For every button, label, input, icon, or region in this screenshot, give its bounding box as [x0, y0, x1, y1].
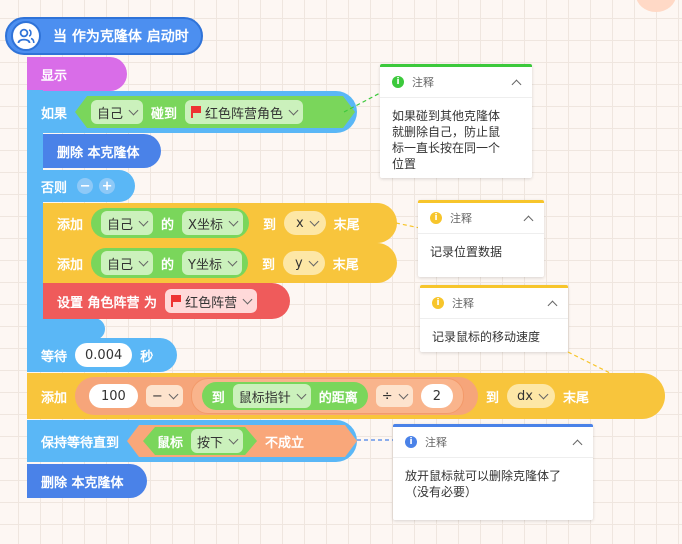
collapse-caret-icon[interactable]: [572, 439, 583, 449]
remove-branch-button[interactable]: −: [77, 178, 94, 194]
add-label: 添加: [41, 390, 68, 406]
comment-header[interactable]: i 注释: [393, 427, 593, 458]
list-dropdown-x[interactable]: x: [283, 211, 326, 235]
distance-label: 的距离: [318, 390, 358, 406]
info-icon: i: [392, 76, 404, 88]
comment-title: 注释: [425, 436, 447, 449]
object-property-reporter[interactable]: 自己 的 X坐标: [91, 208, 249, 238]
info-icon: i: [405, 436, 417, 448]
distance-to-reporter[interactable]: 到 鼠标指针 的距离: [201, 382, 368, 410]
comment-card-4[interactable]: i 注释 放开鼠标就可以删除克隆体了 （没有必要）: [393, 424, 593, 520]
object-property-reporter[interactable]: 自己 的 Y坐标: [91, 248, 248, 278]
collapse-caret-icon[interactable]: [511, 79, 522, 89]
show-block[interactable]: 显示: [27, 57, 127, 91]
if-block[interactable]: 如果 自己 碰到 红色阵营角色: [27, 91, 357, 133]
property-dropdown[interactable]: X坐标: [182, 211, 243, 235]
divide-reporter[interactable]: 到 鼠标指针 的距离 ÷ 2: [190, 378, 464, 414]
add-branch-button[interactable]: +: [99, 178, 116, 194]
object-dropdown[interactable]: 自己: [101, 251, 154, 275]
comment-text[interactable]: 放开鼠标就可以删除克隆体了 （没有必要）: [405, 469, 562, 499]
add-y-to-list-block[interactable]: 添加 自己 的 Y坐标 到 y 末尾: [43, 243, 397, 283]
corner-circle: [636, 0, 676, 12]
to-label: 到: [262, 217, 276, 233]
list-dropdown-y[interactable]: y: [283, 251, 325, 275]
touching-condition[interactable]: 自己 碰到 红色阵营角色: [75, 96, 355, 128]
comment-text[interactable]: 如果碰到其他克隆体 就删除自己，防止鼠 标一直长按在同一个 位置: [392, 109, 501, 171]
if-else-spine: [27, 90, 43, 340]
wait-label: 等待: [41, 349, 68, 365]
clone-avatar-icon: [11, 21, 41, 51]
wait-duration-input[interactable]: 0.004: [75, 343, 133, 367]
touching-verb: 碰到: [151, 106, 178, 122]
team-dropdown[interactable]: 红色阵营: [165, 289, 258, 313]
comment-card-3[interactable]: i 注释 记录鼠标的移动速度: [420, 285, 568, 352]
info-icon: i: [432, 297, 444, 309]
red-flag-icon: [191, 106, 201, 118]
if-label: 如果: [41, 106, 68, 122]
number-input-100[interactable]: 100: [89, 384, 138, 408]
if-else-bottom-cap: [27, 318, 105, 340]
seconds-label: 秒: [140, 349, 154, 365]
add-label: 添加: [57, 217, 84, 233]
delete-clone-block-1[interactable]: 删除 本克隆体: [43, 134, 161, 168]
number-input-2[interactable]: 2: [420, 384, 453, 408]
comment-title: 注释: [450, 212, 472, 225]
delete-clone-label-1: 删除 本克隆体: [57, 145, 140, 161]
operator-dropdown-minus[interactable]: −: [145, 385, 183, 407]
comment-card-1[interactable]: i 注释 如果碰到其他克隆体 就删除自己，防止鼠 标一直长按在同一个 位置: [380, 64, 532, 178]
distance-to-label: 到: [211, 390, 225, 406]
touch-object-dropdown[interactable]: 自己: [91, 100, 143, 124]
comment-header[interactable]: i 注释: [380, 67, 532, 98]
list-dropdown-dx[interactable]: dx: [507, 384, 555, 408]
mouse-state-dropdown[interactable]: 按下: [191, 429, 243, 453]
comment-text[interactable]: 记录鼠标的移动速度: [432, 330, 541, 344]
set-team-block[interactable]: 设置 角色阵营 为 红色阵营: [43, 283, 290, 319]
add-label: 添加: [57, 257, 84, 273]
mouse-label: 鼠标: [157, 435, 184, 451]
delete-clone-block-2[interactable]: 删除 本克隆体: [27, 464, 147, 498]
collapse-caret-icon[interactable]: [547, 300, 558, 310]
wait-until-block[interactable]: 保持等待直到 鼠标 按下 不成立: [27, 420, 357, 462]
operator-dropdown-divide[interactable]: ÷: [375, 385, 413, 407]
to-label: 到: [485, 390, 499, 406]
wait-seconds-block[interactable]: 等待 0.004 秒: [27, 338, 177, 372]
comment-title: 注释: [452, 297, 474, 310]
add-dx-to-list-block[interactable]: 添加 100 − 到 鼠标指针 的距离 ÷ 2 到 dx 末尾: [27, 373, 665, 419]
hat-label: 当 作为克隆体 启动时: [53, 29, 189, 45]
comment-card-2[interactable]: i 注释 记录位置数据: [418, 200, 544, 277]
wait-until-label: 保持等待直到: [41, 435, 120, 451]
add-x-to-list-block[interactable]: 添加 自己 的 X坐标 到 x 末尾: [43, 203, 397, 243]
else-label: 否则: [41, 180, 68, 196]
delete-clone-label-2: 删除 本克隆体: [41, 475, 124, 491]
property-dropdown[interactable]: Y坐标: [182, 251, 242, 275]
collapse-caret-icon[interactable]: [523, 215, 534, 225]
mouse-down-condition[interactable]: 鼠标 按下: [143, 427, 257, 455]
red-flag-icon: [171, 295, 181, 307]
info-icon: i: [430, 212, 442, 224]
comment-text[interactable]: 记录位置数据: [430, 245, 503, 259]
of-label: 的: [161, 257, 175, 273]
of-label: 的: [161, 217, 175, 233]
tail-label: 末尾: [332, 257, 359, 273]
touch-target-dropdown[interactable]: 红色阵营角色: [185, 100, 303, 124]
set-team-label: 设置 角色阵营 为: [57, 295, 158, 311]
show-label: 显示: [41, 68, 68, 84]
else-block[interactable]: 否则 − +: [27, 170, 135, 202]
comment-header[interactable]: i 注释: [420, 288, 568, 319]
object-dropdown[interactable]: 自己: [101, 211, 154, 235]
tail-label: 末尾: [562, 390, 589, 406]
hat-block-clone-start[interactable]: 当 作为克隆体 启动时: [5, 17, 203, 55]
to-label: 到: [262, 257, 276, 273]
comment-header[interactable]: i 注释: [418, 203, 544, 234]
mouse-pointer-dropdown[interactable]: 鼠标指针: [232, 384, 311, 408]
subtract-reporter[interactable]: 100 − 到 鼠标指针 的距离 ÷ 2: [75, 377, 478, 415]
not-condition[interactable]: 鼠标 按下 不成立: [127, 425, 357, 457]
comment-title: 注释: [412, 76, 434, 89]
tail-label: 末尾: [333, 217, 360, 233]
not-label: 不成立: [265, 435, 305, 451]
